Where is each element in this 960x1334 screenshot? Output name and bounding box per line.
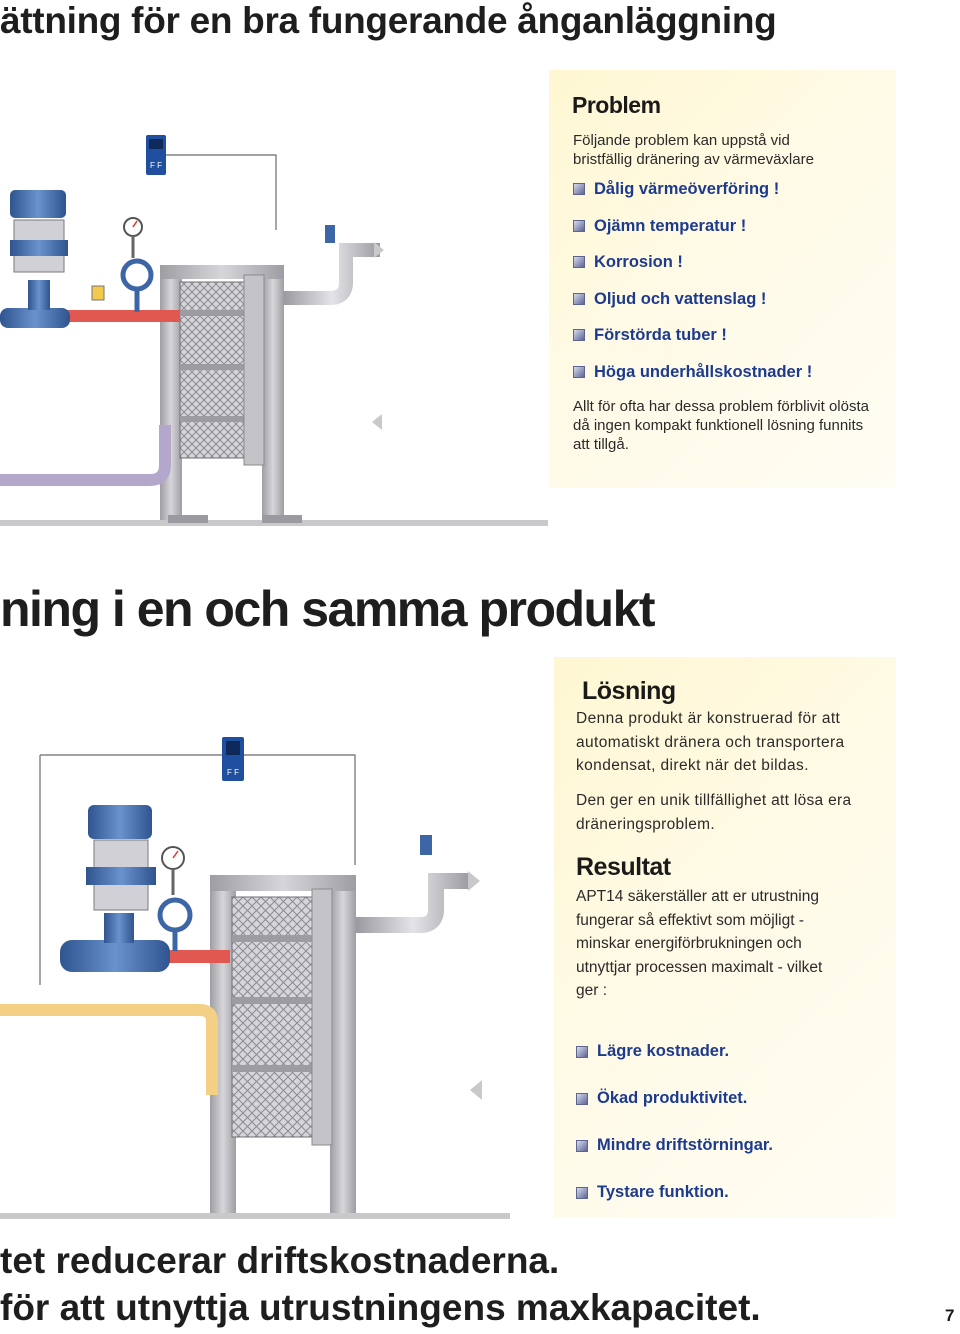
list-item-text: Höga underhållskostnader !	[594, 362, 813, 381]
bullet-square-icon	[576, 1139, 588, 1152]
bullet-square-icon	[576, 1045, 588, 1058]
steam-pipe	[60, 310, 180, 322]
solution-line: Den ger en unik tillfällighet att lösa e…	[576, 792, 852, 809]
plate-heat-exchanger	[160, 265, 302, 523]
solution-paragraph-2: Den ger en unik tillfällighet att lösa e…	[576, 789, 851, 836]
bullet-square-icon	[576, 1186, 588, 1199]
page-number: 7	[945, 1306, 955, 1325]
list-item-text: Ökad produktivitet.	[597, 1089, 748, 1107]
list-item: Dålig värmeöverföring !	[573, 171, 812, 208]
list-item: Mindre driftstörningar.	[576, 1122, 773, 1169]
controller-label: F F	[150, 161, 162, 170]
problem-intro-line: Följande problem kan uppstå vid	[573, 132, 790, 149]
result-paragraph: APT14 säkerställer att er utrustning fun…	[576, 885, 822, 1003]
inlet-arrow	[372, 414, 382, 430]
problem-outro-line: att tillgå.	[573, 436, 629, 453]
condensate-pipe-2	[0, 1004, 218, 1095]
benefits-list: Lägre kostnader. Ökad produktivitet. Min…	[576, 1028, 773, 1216]
solution-paragraph-1: Denna produkt är konstruerad för att aut…	[576, 707, 845, 778]
bullet-square-icon	[573, 183, 585, 196]
control-valve	[0, 190, 70, 328]
pressure-gauge	[120, 217, 154, 312]
footer-title-line1: tet reducerar driftskostnaderna.	[0, 1240, 560, 1281]
control-valve-2	[60, 805, 170, 972]
list-item-text: Lägre kostnader.	[597, 1042, 730, 1060]
plate-heat-exchanger-2	[210, 875, 356, 1217]
list-item: Ökad produktivitet.	[576, 1075, 773, 1122]
list-item-text: Ojämn temperatur !	[594, 216, 747, 235]
problem-heading: Problem	[572, 92, 661, 118]
signal-wire	[166, 154, 277, 230]
list-item-text: Tystare funktion.	[597, 1183, 729, 1201]
solution-panel: Lösning Denna produkt är konstruerad för…	[554, 657, 896, 1217]
pressure-gauge-2	[157, 846, 193, 951]
result-line: minskar energiförbrukningen och	[576, 935, 802, 952]
list-item-text: Förstörda tuber !	[594, 326, 727, 344]
list-item: Tystare funktion.	[576, 1169, 773, 1216]
heat-exchanger-diagram-solution: F F	[0, 737, 510, 1219]
controller-box: F F	[146, 135, 166, 175]
list-item: Lägre kostnader.	[576, 1028, 773, 1075]
bullet-square-icon	[573, 219, 585, 232]
temperature-sensor	[325, 225, 335, 243]
bullet-square-icon	[573, 365, 585, 378]
solution-line: Denna produkt är konstruerad för att	[576, 710, 841, 727]
list-item: Förstörda tuber !	[573, 317, 812, 354]
problem-outro-line: Allt för ofta har dessa problem förblivi…	[573, 398, 869, 415]
outlet-arrow	[374, 242, 384, 258]
section-title-middle: ning i en och samma produkt	[0, 581, 656, 637]
list-item-text: Korrosion !	[594, 253, 683, 271]
list-item: Korrosion !	[573, 244, 812, 281]
solution-line: kondensat, direkt när det bildas.	[576, 757, 809, 774]
problem-intro-line: bristfällig dränering av värmeväxlare	[573, 151, 814, 168]
page-title-top: ättning för en bra fungerande ånganläggn…	[0, 0, 777, 41]
solution-heading: Lösning	[582, 677, 676, 705]
bullet-square-icon	[573, 329, 585, 342]
list-item-text: Mindre driftstörningar.	[597, 1136, 774, 1154]
problem-list: Dålig värmeöverföring ! Ojämn temperatur…	[573, 171, 812, 390]
condensate-pipe	[0, 425, 171, 486]
controller-label-2: F F	[227, 768, 239, 777]
footer-title-line2: för att utnyttja utrustningens maxkapaci…	[0, 1287, 761, 1328]
problem-panel: Problem Följande problem kan uppstå vid …	[549, 70, 896, 488]
result-line: APT14 säkerställer att er utrustning	[576, 888, 819, 905]
solution-line: dräneringsproblem.	[576, 815, 715, 833]
bullet-square-icon	[573, 256, 585, 269]
list-item: Ojämn temperatur !	[573, 208, 812, 245]
problem-outro: Allt för ofta har dessa problem förblivi…	[573, 397, 869, 454]
list-item-text: Oljud och vattenslag !	[594, 289, 767, 308]
list-item: Höga underhållskostnader !	[573, 354, 812, 391]
solution-line: automatiskt dränera och transportera	[576, 733, 845, 751]
bullet-square-icon	[573, 292, 585, 305]
problem-intro: Följande problem kan uppstå vid bristfäl…	[573, 131, 814, 169]
result-line: ger :	[576, 982, 608, 999]
list-item: Oljud och vattenslag !	[573, 281, 812, 318]
result-line: utnyttjar processen maximalt - vilket	[576, 958, 823, 976]
problem-outro-line: då ingen kompakt funktionell lösning fun…	[573, 417, 864, 434]
heat-exchanger-diagram-problem: F F	[0, 135, 548, 526]
list-item-text: Dålig värmeöverföring !	[594, 180, 780, 198]
bullet-square-icon	[576, 1092, 588, 1105]
result-heading: Resultat	[576, 853, 671, 881]
result-line: fungerar så effektivt som möjligt -	[576, 911, 804, 929]
drain-trap	[91, 285, 105, 301]
controller-box-2: F F	[222, 737, 244, 781]
